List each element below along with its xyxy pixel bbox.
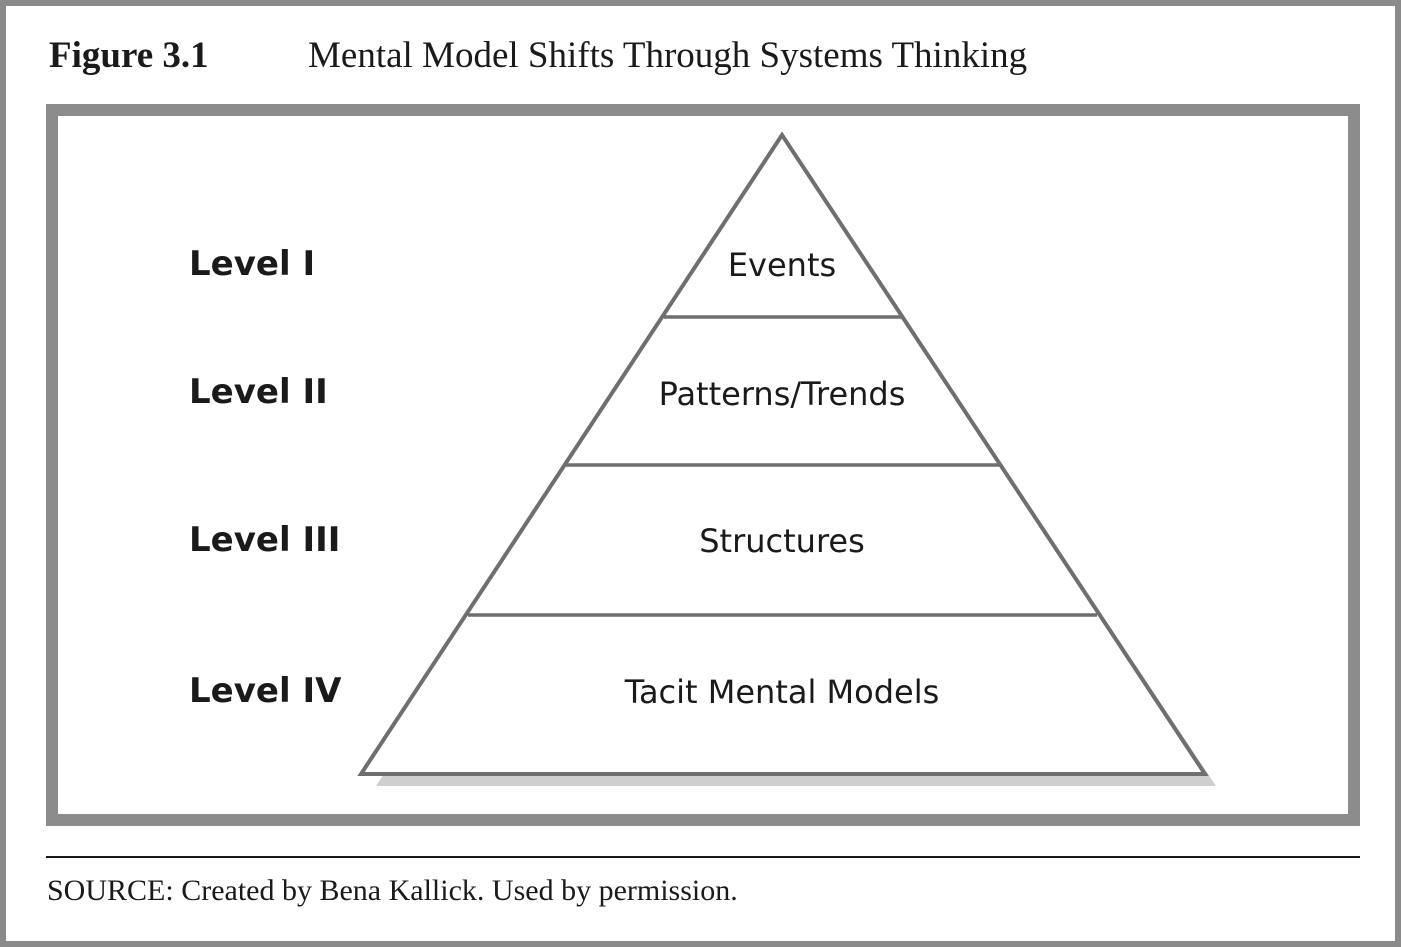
figure-title: Mental Model Shifts Through Systems Thin… [308,35,1028,76]
tier-patterns-trends: Patterns/Trends [659,375,906,413]
tier-structures: Structures [699,522,865,560]
level-label-3: Level III [189,520,341,560]
level-label-2: Level II [189,372,328,412]
source-divider [46,856,1360,858]
tier-tacit-mental-models: Tacit Mental Models [624,673,940,711]
level-label-4: Level IV [189,671,342,711]
tier-events: Events [728,246,836,284]
source-note: SOURCE: Created by Bena Kallick. Used by… [47,874,738,907]
figure-number: Figure 3.1 [49,35,209,76]
level-label-1: Level I [189,244,316,284]
